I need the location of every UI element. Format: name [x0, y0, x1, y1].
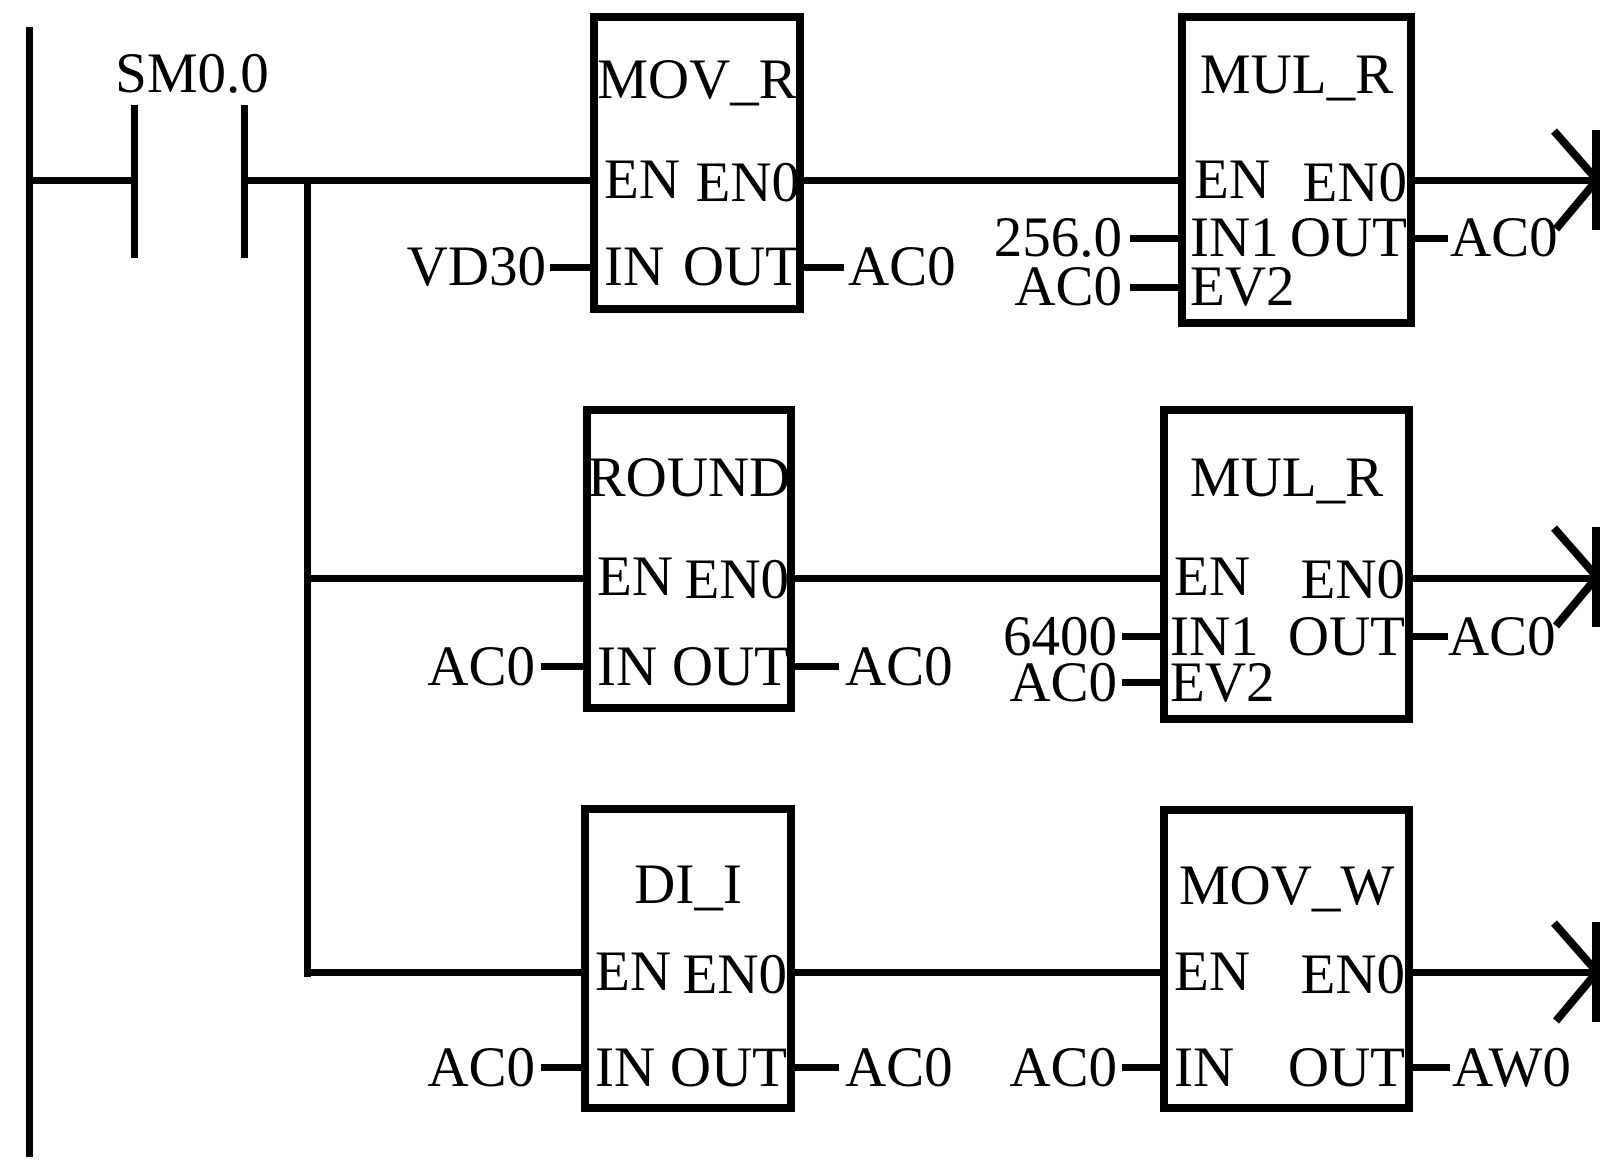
wire-box-to-box	[791, 575, 1166, 582]
pin-eno: EN0	[1300, 943, 1405, 1006]
operand-out: AC0	[1448, 605, 1556, 668]
continuation-arrow	[1550, 920, 1601, 1024]
block-di-i	[581, 805, 795, 1112]
wire-in1-stub	[1122, 633, 1166, 640]
wire-in-stub	[1122, 1064, 1166, 1071]
wire-ev2-stub	[1130, 284, 1184, 291]
wire-branch-to-box	[304, 575, 589, 582]
block-title: MOV_R	[597, 48, 797, 111]
operand-out: AC0	[845, 1036, 953, 1099]
block-title: MUL_R	[1189, 446, 1384, 509]
wire-rail-to-contact	[29, 177, 135, 184]
operand-in1: 256.0	[993, 206, 1122, 269]
pin-in1: IN1	[1170, 605, 1259, 668]
block-title: MOV_W	[1178, 854, 1395, 917]
pin-out: OUT	[1289, 206, 1407, 269]
block-title: ROUND	[587, 446, 791, 509]
block-title: DI_I	[634, 853, 742, 916]
wire-to-arrow	[1408, 177, 1598, 184]
pin-eno: EN0	[682, 943, 787, 1006]
wire-to-arrow	[1406, 575, 1598, 582]
pin-eno: EN0	[695, 151, 800, 214]
wire-box-to-box	[800, 177, 1185, 184]
pin-in: IN	[597, 635, 658, 698]
pin-en: EN	[1174, 545, 1250, 608]
block-mul-r-2	[1160, 406, 1413, 723]
wire-branch-to-box	[304, 969, 589, 976]
operand-in: AC0	[1009, 1036, 1117, 1099]
pin-eno: EN0	[684, 548, 789, 611]
operand-ev2: AC0	[1009, 651, 1117, 714]
wire-contact-to-box	[244, 177, 596, 184]
block-title: MUL_R	[1199, 43, 1394, 106]
wire-out-stub	[1408, 235, 1448, 242]
pin-out: OUT	[669, 1036, 787, 1099]
operand-out: AC0	[845, 635, 953, 698]
operand-ev2: AC0	[1014, 255, 1122, 318]
pin-in1: IN1	[1190, 206, 1279, 269]
operand-out: AW0	[1452, 1036, 1571, 1099]
operand-in: VD30	[406, 235, 546, 298]
block-mov-r	[590, 13, 804, 313]
wire-ev2-stub	[1122, 679, 1166, 686]
operand-in: AC0	[427, 635, 535, 698]
wire-out-stub	[800, 264, 844, 271]
pin-out: OUT	[1287, 1036, 1405, 1099]
pin-ev2: EV2	[1170, 651, 1275, 714]
continuation-arrow	[1550, 128, 1601, 232]
wire-in-stub	[541, 663, 589, 670]
pin-out: OUT	[682, 235, 800, 298]
pin-in: IN	[604, 235, 665, 298]
wire-in1-stub	[1130, 235, 1184, 242]
wire-out-stub	[791, 663, 839, 670]
wire-out-stub	[791, 1064, 839, 1071]
wire-box-to-box	[791, 969, 1166, 976]
block-round	[583, 406, 795, 712]
pin-out: OUT	[671, 635, 789, 698]
pin-in: IN	[595, 1036, 656, 1099]
operand-out: AC0	[1450, 206, 1558, 269]
operand-out: AC0	[848, 235, 956, 298]
block-mul-r-1	[1178, 13, 1415, 327]
operand-in: AC0	[427, 1036, 535, 1099]
wire-in-stub	[541, 1064, 587, 1071]
pin-out: OUT	[1287, 605, 1405, 668]
pin-en: EN	[1174, 940, 1250, 1003]
wire-to-arrow	[1406, 969, 1598, 976]
contact-label: SM0.0	[115, 42, 269, 105]
operand-in1: 6400	[1003, 605, 1117, 668]
pin-ev2: EV2	[1190, 255, 1295, 318]
contact-bar-left	[131, 105, 138, 258]
pin-in: IN	[1174, 1036, 1235, 1099]
left-power-rail	[26, 27, 33, 1157]
pin-eno: EN0	[1302, 151, 1407, 214]
pin-en: EN	[597, 545, 673, 608]
wire-out-stub	[1406, 1064, 1450, 1071]
wire-in-stub	[550, 264, 596, 271]
pin-en: EN	[604, 148, 680, 211]
pin-eno: EN0	[1300, 548, 1405, 611]
wire-out-stub	[1406, 633, 1448, 640]
block-mov-w	[1160, 806, 1413, 1112]
continuation-arrow	[1550, 525, 1601, 629]
pin-en: EN	[595, 940, 671, 1003]
pin-en: EN	[1194, 148, 1270, 211]
